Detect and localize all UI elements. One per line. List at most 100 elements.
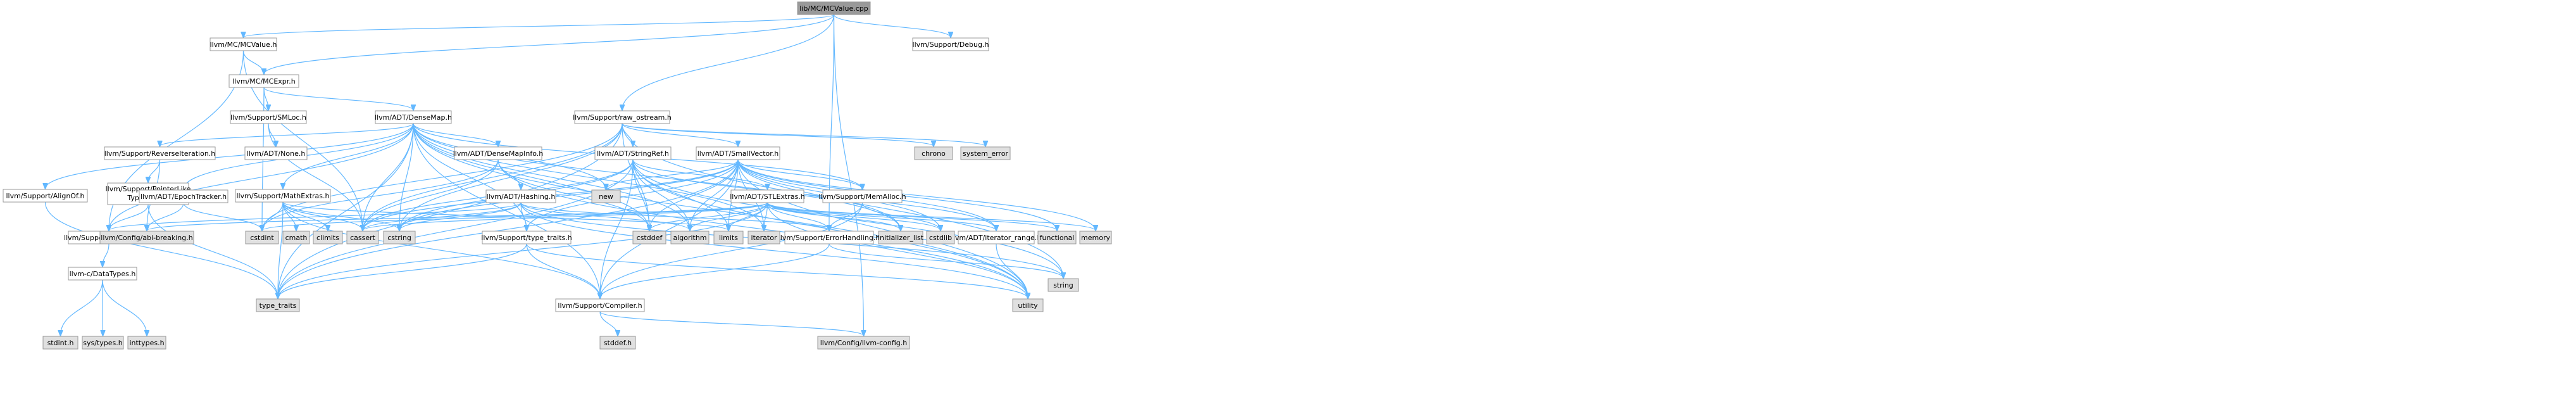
node-errorhandling-h[interactable]: llvm/Support/ErrorHandling.h [778,231,880,244]
node-epochtracker-h[interactable]: llvm/ADT/EpochTracker.h [139,189,228,203]
node-mcvalue-h[interactable]: llvm/MC/MCValue.h [209,37,277,51]
node-box [713,231,744,244]
node-limits: limits [713,231,744,244]
node-box [256,298,300,312]
node-box [485,189,556,203]
edge-stlextras_h-to-utility [766,202,1029,298]
node-abi-breaking-h: llvm/Config/abi-breaking.h [99,231,194,244]
node-label: cassert [350,234,376,242]
node-raw-ostream-h[interactable]: llvm/Support/raw_ostream.h [573,110,672,124]
edge-densemap_h-to-densemapinfo_h [413,123,498,146]
node-box [244,146,308,160]
edge-type_traits_support_h-to-compiler_h [526,243,600,298]
node-label: inttypes.h [129,339,164,347]
edge-datatypes_h-to-c_datatypes_h [103,243,109,267]
edge-stlextras_h-to-iterator_range_h [766,202,997,231]
node-box [670,231,710,244]
edge-raw_ostream_h-to-cassert [363,123,623,231]
node-label: llvm/ADT/StringRef.h [597,149,669,158]
node-box [784,231,874,244]
node-box [555,298,645,312]
node-box [230,110,307,124]
edge-stlextras_h-to-iterator [764,202,768,231]
node-c-datatypes-h[interactable]: llvm-c/DataTypes.h [68,267,137,281]
edge-mathextras_h-to-cstring [282,201,399,231]
node-label: initializer_list [878,234,924,242]
node-cmath: cmath [282,231,310,244]
node-hashing-h[interactable]: llvm/ADT/Hashing.h [485,189,556,203]
edge-smallvector_h-to-new [606,159,739,189]
node-label: llvm/Support/raw_ostream.h [573,113,672,122]
edge-densemapinfo_h-to-cstddef [497,159,649,231]
node-label: limits [719,234,738,242]
node-label: llvm/ADT/iterator_range.h [951,234,1041,242]
node-stlextras-h[interactable]: llvm/ADT/STLExtras.h [730,189,805,203]
node-box [99,231,194,244]
node-densemapinfo-h[interactable]: llvm/ADT/DenseMapInfo.h [453,146,544,160]
edge-smloc_h-to-none_h [268,123,276,146]
edge-mcvalue_cpp-to-mcexpr_h [264,14,835,74]
node-type-traits-support-h[interactable]: llvm/Support/type_traits.h [481,231,572,244]
edge-errorhandling_h-to-compiler_h [600,243,830,298]
node-reverseiter-h[interactable]: llvm/Support/ReverseIteration.h [104,146,216,160]
edge-mcvalue_h-to-mcexpr_h [242,50,265,74]
edge-stlextras_h-to-type_traits [278,202,768,298]
node-box [912,37,989,51]
node-label: string [1053,281,1073,289]
edge-stlextras_h-to-cstdint [262,202,768,231]
edge-mcvalue_cpp-to-llvm_config_h [833,14,864,336]
node-mathextras-h[interactable]: llvm/Support/MathExtras.h [235,189,331,203]
node-initializer-list: initializer_list [878,231,924,244]
edge-c_datatypes_h-to-inttypes_h [102,279,147,336]
node-box [926,231,955,244]
edge-smallvector_h-to-compiler_h [600,159,739,298]
node-none-h[interactable]: llvm/ADT/None.h [244,146,308,160]
node-label: llvm/Support/AlignOf.h [6,192,84,200]
node-densemap-h[interactable]: llvm/ADT/DenseMap.h [375,110,452,124]
edge-hashing_h-to-utility [520,202,1028,298]
node-box [1012,298,1044,312]
node-algorithm: algorithm [670,231,710,244]
edge-raw_ostream_h-to-smallvector_h [622,123,738,146]
node-box [245,231,279,244]
node-alignof-h[interactable]: llvm/Support/AlignOf.h [3,189,88,203]
edge-compiler_h-to-stddef_h [599,311,618,336]
edge-stringref_h-to-compiler_h [600,159,634,298]
node-box [591,189,621,203]
node-mcexpr-h[interactable]: llvm/MC/MCExpr.h [228,74,299,88]
node-debug-h[interactable]: llvm/Support/Debug.h [912,37,989,51]
node-stringref-h[interactable]: llvm/ADT/StringRef.h [594,146,672,160]
edge-raw_ostream_h-to-chrono [622,123,934,146]
node-label: llvm/Config/abi-breaking.h [101,234,192,242]
node-label: llvm/Support/ReverseIteration.h [104,149,216,158]
edge-mcexpr_h-to-smloc_h [263,87,268,110]
node-compiler-h[interactable]: llvm/Support/Compiler.h [555,298,645,312]
node-stdint-h: stdint.h [42,336,78,350]
node-label: llvm-c/DataTypes.h [70,270,136,278]
edge-densemap_h-to-compiler_h [413,123,600,298]
node-mcvalue-cpp[interactable]: lib/MC/MCValue.cpp [797,1,871,15]
node-memalloc-h[interactable]: llvm/Support/MemAlloc.h [818,189,906,203]
node-label: cmath [285,234,308,242]
node-box [599,336,636,350]
node-label: utility [1018,301,1038,310]
node-cassert: cassert [346,231,379,244]
node-smloc-h[interactable]: llvm/Support/SMLoc.h [230,110,307,124]
node-utility: utility [1012,298,1044,312]
edge-densemap_h-to-mathextras_h [283,123,414,189]
node-type-traits: type_traits [256,298,300,312]
node-iterator-range-h[interactable]: llvm/ADT/iterator_range.h [951,231,1041,244]
edge-stlextras_h-to-cassert [363,202,768,231]
node-smallvector-h[interactable]: llvm/ADT/SmallVector.h [696,146,780,160]
node-chrono: chrono [914,146,953,160]
node-label: sys/types.h [83,339,122,347]
edge-type_traits_support_h-to-type_traits [278,243,527,298]
edge-densemap_h-to-reverseiter_h [160,123,414,146]
node-box [127,336,166,350]
node-label: stdint.h [47,339,74,347]
edge-stlextras_h-to-initializer_list [766,202,901,231]
node-label: memory [1081,234,1110,242]
node-box [346,231,379,244]
node-box [817,336,910,350]
